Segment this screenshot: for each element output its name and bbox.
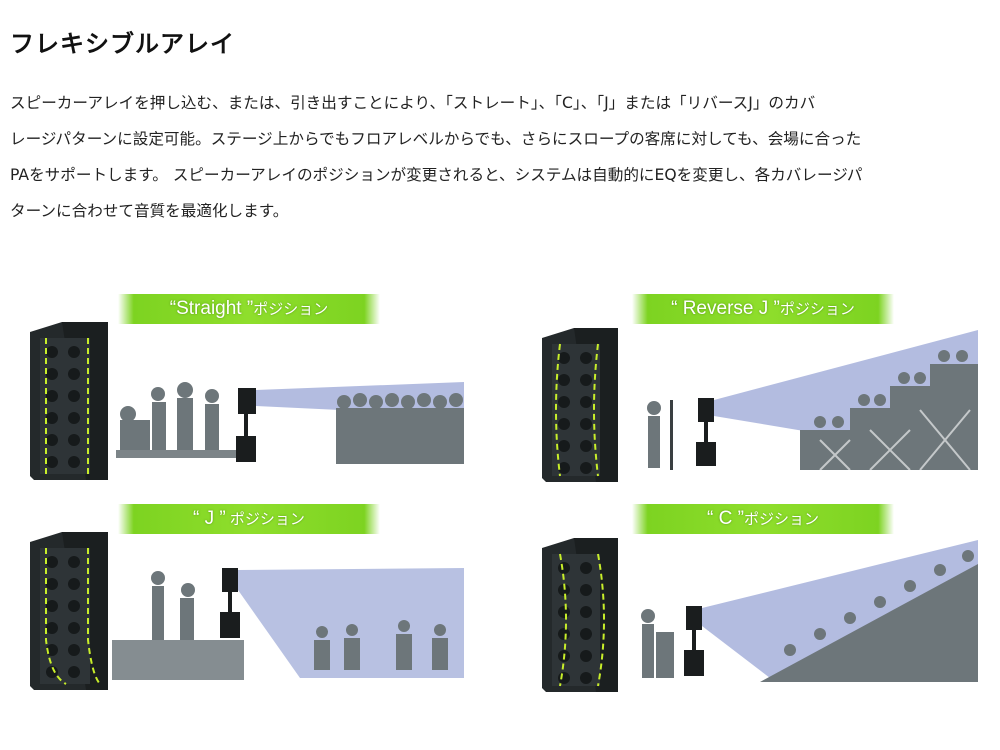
straight-illustration	[30, 322, 464, 480]
speaker-person-icon	[647, 401, 661, 468]
panel-reverse-j: “ Reverse J ”ポジション	[520, 290, 990, 490]
label-reverse-j-main: “ Reverse J ”	[671, 298, 780, 319]
label-j-main: “ J ”	[193, 508, 226, 529]
seated-audience-icon	[314, 620, 448, 670]
description-line-3: PAをサポートします。 スピーカーアレイのポジションが変更されると、システムは自…	[10, 166, 863, 184]
description-line-1: スピーカーアレイを押し込む、または、引き出すことにより、「ストレート」、「C」、…	[10, 94, 816, 112]
label-straight-main: “Straight ”	[169, 298, 254, 319]
podium-speaker-icon	[641, 609, 674, 678]
audience-silhouette-icon	[336, 393, 464, 464]
label-straight-suffix: ポジション	[253, 301, 329, 318]
label-j-suffix: ポジション	[225, 511, 305, 528]
panel-straight: “Straight ”ポジション	[0, 290, 480, 490]
speaker-tower-icon	[542, 538, 618, 692]
speaker-tower-icon	[30, 322, 108, 480]
description-line-4: ターンに合わせて音質を最適化します。	[10, 202, 289, 220]
speaker-tower-icon	[542, 328, 618, 482]
label-c-main: “ C ”	[707, 508, 744, 529]
audience-silhouette-icon	[800, 350, 978, 470]
sloped-audience-icon	[760, 550, 978, 682]
label-c-suffix: ポジション	[743, 511, 819, 528]
c-illustration	[542, 538, 978, 692]
j-illustration	[30, 532, 464, 690]
label-c: “ C ”ポジション	[632, 504, 894, 534]
reverse-j-illustration	[542, 328, 978, 482]
panel-j: “ J ” ポジション	[0, 500, 480, 700]
speaker-tower-icon	[30, 532, 108, 690]
label-j: “ J ” ポジション	[118, 504, 380, 534]
band-silhouette-icon	[120, 382, 219, 450]
performer-silhouette-icon	[151, 571, 195, 640]
label-straight: “Straight ”ポジション	[118, 294, 380, 324]
page-title: フレキシブルアレイ	[10, 30, 235, 58]
description-line-2: レージパターンに設定可能。ステージ上からでもフロアレベルからでも、さらにスロープ…	[10, 130, 862, 148]
label-reverse-j: “ Reverse J ”ポジション	[632, 294, 894, 324]
description: スピーカーアレイを押し込む、または、引き出すことにより、「ストレート」、「C」、…	[10, 85, 994, 229]
label-reverse-j-suffix: ポジション	[779, 301, 855, 318]
panel-c: “ C ”ポジション	[520, 500, 990, 700]
